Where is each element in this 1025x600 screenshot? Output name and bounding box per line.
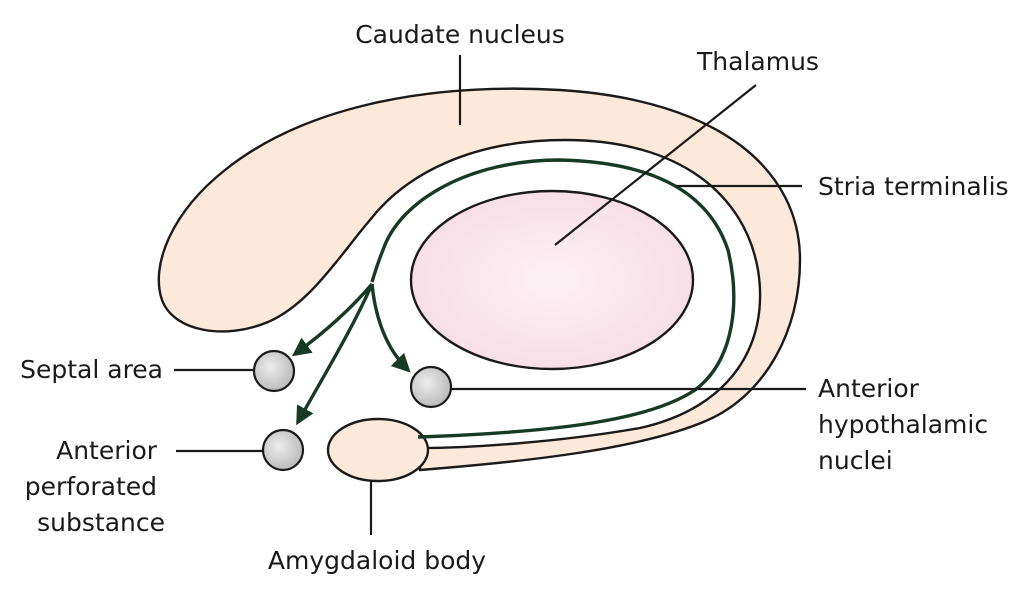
anterior-hypothalamic-nucleus xyxy=(409,365,453,409)
caudate-nucleus-label: Caudate nucleus xyxy=(355,20,565,49)
leader-thalamus xyxy=(554,84,757,246)
septal-area-label: Septal area xyxy=(20,355,163,384)
amygdaloid-body-shape xyxy=(326,417,430,483)
anterior-perforated-substance-nucleus xyxy=(261,428,305,472)
anterior-perforated-substance-label: Anterior perforated substance xyxy=(25,436,165,537)
thalamus-shape xyxy=(409,189,695,371)
thalamus-label: Thalamus xyxy=(696,47,819,76)
branch-to-septal-area xyxy=(291,282,374,357)
anterior-hypothalamic-nuclei-label: Anterior hypothalamic nuclei xyxy=(818,374,996,475)
branch-to-anterior-perforated-substance xyxy=(296,283,374,426)
septal-area-nucleus xyxy=(252,349,296,393)
caudate-nucleus-shape xyxy=(157,87,802,472)
stria-terminalis-label: Stria terminalis xyxy=(818,172,1009,201)
amygdaloid-body-label: Amygdaloid body xyxy=(268,546,486,575)
branch-to-anterior-hypothalamic-nuclei xyxy=(370,283,411,373)
stria-terminalis-tract xyxy=(370,158,736,439)
